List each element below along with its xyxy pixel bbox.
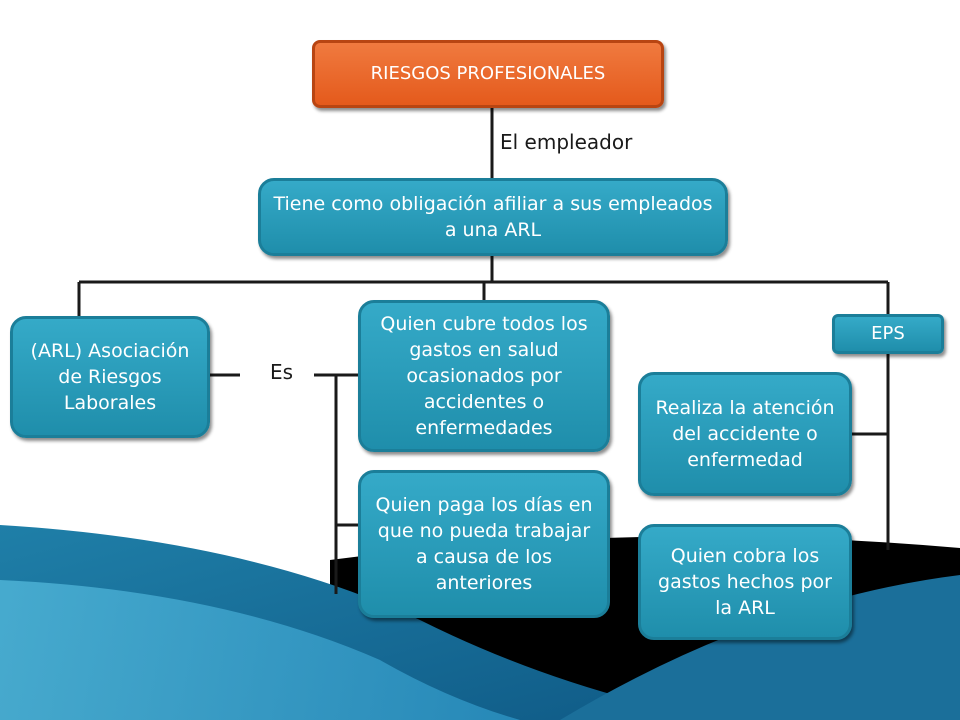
- node-arl: (ARL) Asociación de Riesgos Laborales: [10, 316, 210, 438]
- node-riesgos-profesionales: RIESGOS PROFESIONALES: [312, 40, 664, 108]
- edge-label-employer: El empleador: [500, 130, 633, 154]
- node-eps: EPS: [832, 314, 944, 354]
- background-wave-light: [0, 580, 520, 720]
- background-wave-right: [560, 575, 960, 720]
- node-eps-role-attention: Realiza la atención del accidente o enfe…: [638, 372, 852, 496]
- node-obligation: Tiene como obligación afiliar a sus empl…: [258, 178, 728, 256]
- node-eps-role-charges: Quien cobra los gastos hechos por la ARL: [638, 524, 852, 640]
- node-arl-role-covers-costs: Quien cubre todos los gastos en salud oc…: [358, 300, 610, 452]
- edge-label-es: Es: [270, 360, 294, 384]
- node-arl-role-pays-days: Quien paga los días en que no pueda trab…: [358, 470, 610, 618]
